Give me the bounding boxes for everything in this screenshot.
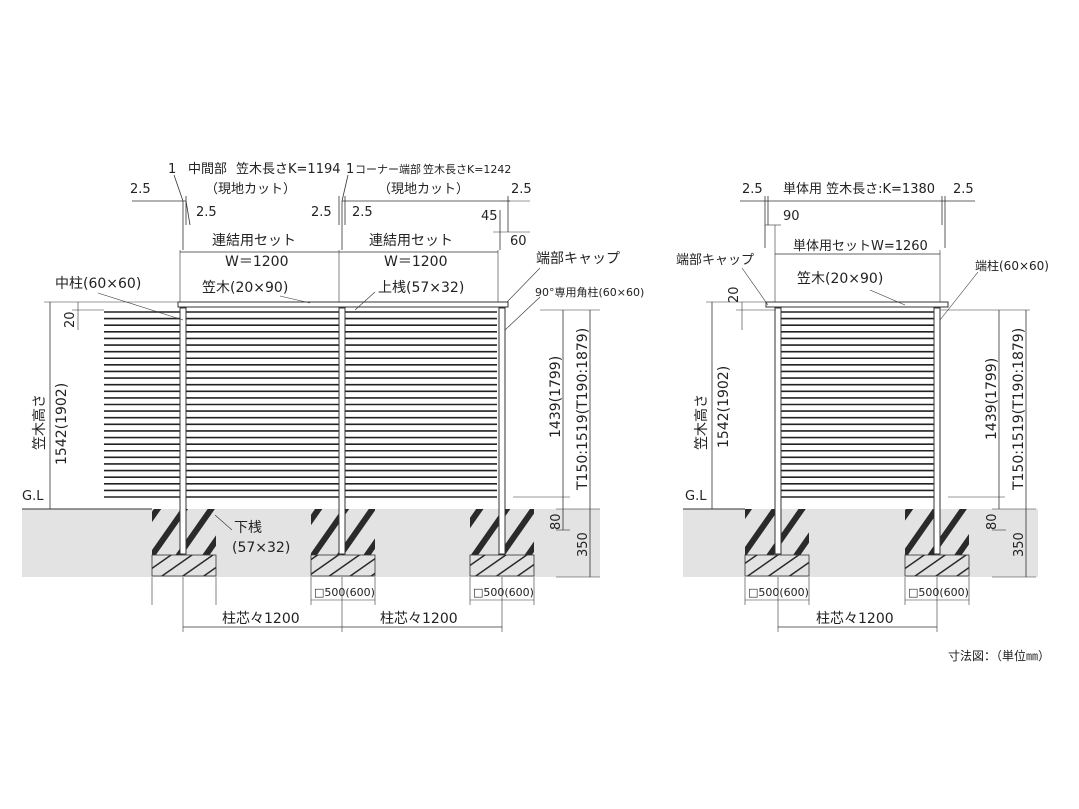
right-foundation-2-base: [904, 554, 970, 577]
dim-45: 45: [481, 209, 498, 224]
right-height-t150: T150:1519(T190:1879): [1011, 328, 1027, 491]
right-foundation-size-1: □500(600): [748, 586, 809, 599]
kasagi-left: [177, 301, 509, 308]
foundation-size-1: □500(600): [314, 586, 375, 599]
foundation-1-base: [151, 554, 217, 577]
dim-2-5-d: 2.5: [352, 205, 373, 220]
right-dim-20: 20: [727, 286, 742, 303]
slats-left: [104, 311, 497, 498]
right-gl-label: G.L: [685, 489, 707, 504]
dim-60: 60: [510, 234, 527, 249]
center-post-label: 中柱(60×60): [55, 276, 141, 292]
center-post-2: [338, 307, 346, 555]
right-single-set: 単体用セットW=1260: [793, 238, 928, 254]
set-label-1: 連結用セット: [212, 233, 296, 249]
width-2: W＝1200: [384, 254, 447, 270]
right-foundation-size-2: □500(600): [908, 586, 969, 599]
left-drawing: 1 中間部 笠木長さK=1194 1 コーナー端部 笠木長さK=1242 （現地…: [22, 162, 644, 632]
set-label-2: 連結用セット: [369, 233, 453, 249]
right-dim-2-5-b: 2.5: [953, 182, 974, 197]
dim-2-5-c: 2.5: [311, 205, 332, 220]
footer-unit-note: 寸法図：（単位㎜）: [948, 648, 1050, 663]
right-endcap-label: 端部キャップ: [676, 253, 754, 268]
gl-label: G.L: [22, 489, 44, 504]
label-corner-kasagi: 笠木長さK=1242: [423, 162, 511, 176]
dim-350: 350: [576, 532, 591, 557]
right-dim-80: 80: [985, 513, 1000, 530]
width-1: W＝1200: [225, 254, 288, 270]
dim-80: 80: [549, 513, 564, 530]
dim-20: 20: [63, 311, 78, 328]
foundation-size-2: □500(600): [473, 586, 534, 599]
right-end-post-1: [774, 307, 782, 555]
label-1-corner: 1: [346, 162, 354, 177]
height-1439: 1439(1799): [548, 356, 564, 438]
foundation-2-base: [310, 554, 376, 577]
corner-post-label: 90°専用角柱(60×60): [535, 285, 644, 299]
kasagi-height-value: 1542(1902): [54, 383, 70, 465]
lower-rail-size: (57×32): [232, 540, 290, 556]
right-dim-2-5-a: 2.5: [742, 182, 763, 197]
right-kasagi-height-label: 笠木高さ: [693, 394, 710, 450]
right-single-kasagi: 単体用 笠木長さ:K=1380: [783, 181, 935, 197]
right-dim-90: 90: [783, 209, 800, 224]
dim-2-5-b: 2.5: [196, 205, 217, 220]
pitch-2: 柱芯々1200: [380, 611, 458, 627]
right-dim-350: 350: [1012, 532, 1027, 557]
right-kasagi-height-value: 1542(1902): [716, 366, 732, 448]
label-1-mid: 1: [168, 162, 176, 177]
right-foundation-1-base: [744, 554, 810, 577]
right-drawing: 2.5 単体用 笠木長さ:K=1380 2.5 90 単体用セットW=1260 …: [676, 181, 1049, 632]
center-post-1: [179, 307, 187, 555]
right-kasagi-label: 笠木(20×90): [797, 271, 883, 287]
height-t150: T150:1519(T190:1879): [575, 328, 591, 491]
dim-2-5-a: 2.5: [130, 182, 151, 197]
kasagi-height-label: 笠木高さ: [31, 394, 48, 450]
label-corner-part: コーナー端部: [355, 162, 421, 176]
endcap-label: 端部キャップ: [536, 251, 620, 267]
right-height-1439: 1439(1799): [984, 358, 1000, 440]
slats-right: [781, 311, 934, 498]
foundation-3-base: [469, 554, 535, 577]
upper-rail-label: 上桟(57×32): [378, 280, 464, 296]
right-end-post-2: [933, 307, 941, 555]
lower-rail-label: 下桟: [234, 520, 262, 536]
kasagi-label: 笠木(20×90): [202, 280, 288, 296]
label-mid-part: 中間部: [188, 162, 227, 177]
right-pitch: 柱芯々1200: [816, 611, 894, 627]
right-end-post-label: 端柱(60×60): [975, 258, 1049, 273]
label-mid-kasagi: 笠木長さK=1194: [236, 162, 341, 177]
genchi-cut-1: （現地カット）: [205, 182, 296, 197]
ground-right: [683, 509, 1038, 577]
kasagi-right: [765, 301, 949, 308]
corner-post: [498, 307, 506, 555]
dim-2-5-e: 2.5: [511, 182, 532, 197]
pitch-1: 柱芯々1200: [222, 611, 300, 627]
genchi-cut-2: （現地カット）: [378, 182, 469, 197]
